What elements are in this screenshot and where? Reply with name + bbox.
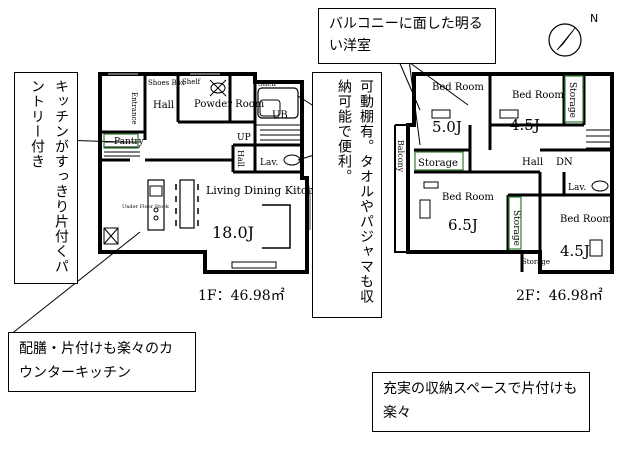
callout-balcony-room: バルコニーに面した明るい洋室 xyxy=(318,8,496,64)
floor-2-plan xyxy=(394,72,614,274)
room-storage-top-label: Storage xyxy=(567,82,577,118)
room-entrance-label: Entrance xyxy=(130,92,138,125)
room-bed3-size: 6.5J xyxy=(448,216,478,234)
room-bed1-label: Bed Room xyxy=(432,82,484,93)
callout-shelf-storage: 可動棚有。タオルやパジャマも収納可能で便利。 xyxy=(312,72,382,318)
floor-1-plan xyxy=(98,72,311,274)
room-bed4-size: 4.5J xyxy=(560,242,590,260)
room-dn-label: DN xyxy=(556,157,573,168)
room-bed1-size: 5.0J xyxy=(432,118,462,136)
room-shoes-box-label: Shoes Box xyxy=(148,79,185,87)
callout-storage-space: 充実の収納スペースで片付けも楽々 xyxy=(372,372,590,432)
room-bed4-label: Bed Room xyxy=(560,214,612,225)
compass-north-label: N xyxy=(590,12,598,25)
floor1-area: 1F：46.98㎡ xyxy=(198,288,285,304)
room-bed2-size: 4.5J xyxy=(510,116,540,134)
room-storage-mid-label: Storage xyxy=(418,158,458,169)
room-ldk-size: 18.0J xyxy=(212,223,254,242)
room-bed2-label: Bed Room xyxy=(512,90,564,101)
room-up-label: UP xyxy=(237,133,251,143)
room-hall-label: Hall xyxy=(153,100,174,111)
room-balcony-label: Balcony xyxy=(396,140,405,173)
room-shelf2-label: Shelf xyxy=(258,80,278,88)
room-bed3-label: Bed Room xyxy=(442,192,494,203)
room-powder-label: Powder Room xyxy=(194,99,265,110)
callout-kitchen-pantry: キッチンがすっきり片付くパントリー付き xyxy=(14,72,78,284)
room-hall-2f-label: Hall xyxy=(522,157,543,168)
room-lav-2f-label: Lav. xyxy=(568,183,586,193)
room-shelf1-label: Shelf xyxy=(182,78,202,86)
room-storage-small-label: Storage xyxy=(522,258,550,266)
room-hall2-label: Hall xyxy=(236,150,245,167)
compass-icon xyxy=(548,23,582,57)
floor2-area: 2F：46.98㎡ xyxy=(516,288,603,304)
callout-counter-kitchen: 配膳・片付けも楽々のカウンターキッチン xyxy=(8,332,196,392)
storage-highlights xyxy=(103,75,584,250)
room-storage-right-label: Storage xyxy=(511,210,521,246)
room-lav-label: Lav. xyxy=(260,158,278,168)
room-ldk-label: Living Dining Kitchen xyxy=(206,184,328,197)
room-pantry-label: Pantry xyxy=(114,137,145,147)
room-ub-label: UB xyxy=(272,110,288,121)
room-floor-stock-label: Under Floor Stock xyxy=(122,204,170,210)
